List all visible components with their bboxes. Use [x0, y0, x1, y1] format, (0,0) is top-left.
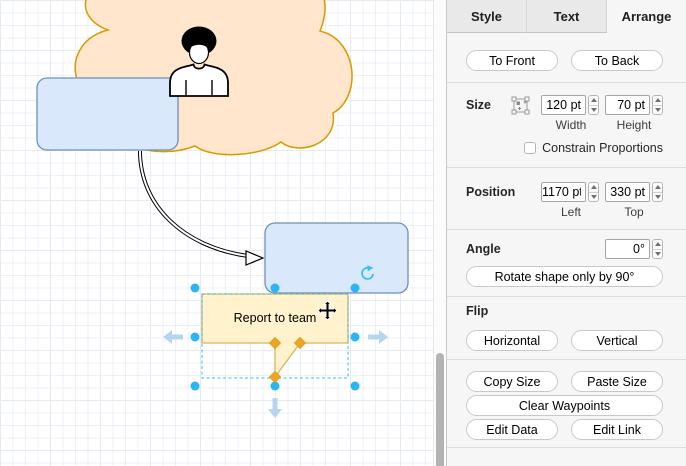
rotate-90-button[interactable]: Rotate shape only by 90°	[466, 266, 663, 287]
canvas-scrollbar-track[interactable]	[433, 0, 447, 466]
divider	[447, 359, 686, 360]
constrain-proportions-label: Constrain Proportions	[542, 141, 663, 155]
rounded-rectangle-1[interactable]	[36, 77, 179, 151]
copy-size-button[interactable]: Copy Size	[466, 371, 558, 392]
to-front-button[interactable]: To Front	[466, 50, 558, 71]
position-section-label: Position	[466, 185, 516, 199]
connector-edge[interactable]	[138, 150, 265, 266]
flip-vertical-button[interactable]: Vertical	[571, 330, 663, 351]
tab-style[interactable]: Style	[447, 0, 527, 33]
position-top-stepper[interactable]	[652, 182, 663, 202]
width-stepper[interactable]	[588, 95, 599, 115]
callout-label: Report to team	[234, 311, 317, 325]
clear-waypoints-button[interactable]: Clear Waypoints	[466, 395, 663, 416]
position-left-input[interactable]	[541, 182, 586, 202]
angle-input[interactable]	[605, 239, 650, 259]
height-input[interactable]	[605, 95, 650, 115]
height-stepper[interactable]	[652, 95, 663, 115]
divider	[447, 167, 686, 168]
move-cursor-icon	[317, 300, 338, 321]
rotate-handle-icon[interactable]	[361, 265, 375, 280]
height-label: Height	[616, 118, 652, 132]
tab-text[interactable]: Text	[527, 0, 607, 33]
width-input[interactable]	[541, 95, 586, 115]
autosize-icon[interactable]	[511, 96, 530, 115]
arrow-down-icon	[268, 398, 282, 418]
position-top-label: Top	[624, 205, 644, 219]
to-back-button[interactable]: To Back	[571, 50, 663, 71]
direction-arrows[interactable]	[163, 330, 388, 418]
paste-size-button[interactable]: Paste Size	[571, 371, 663, 392]
position-left-stepper[interactable]	[588, 182, 599, 202]
width-label: Width	[555, 118, 587, 132]
edit-data-button[interactable]: Edit Data	[466, 419, 558, 440]
flip-horizontal-button[interactable]: Horizontal	[466, 330, 558, 351]
divider	[447, 296, 686, 297]
resize-handles[interactable]	[190, 283, 360, 391]
divider	[447, 229, 686, 230]
selection-overlay	[163, 265, 388, 418]
arrow-left-icon	[163, 330, 183, 344]
position-left-label: Left	[560, 205, 581, 219]
drawing-canvas[interactable]: Report to team	[0, 0, 447, 466]
canvas-scrollbar-thumb[interactable]	[436, 353, 444, 466]
size-section-label: Size	[466, 98, 492, 112]
flip-section-label: Flip	[466, 304, 489, 318]
rounded-rectangle-2[interactable]	[264, 222, 409, 294]
person-icon[interactable]	[169, 26, 229, 97]
position-top-input[interactable]	[605, 182, 650, 202]
format-panel: Style Text Arrange To Front To Back Size	[446, 0, 686, 466]
tab-arrange[interactable]: Arrange	[607, 0, 686, 33]
divider	[447, 447, 686, 448]
control-point-handles[interactable]	[268, 336, 307, 384]
divider	[447, 82, 686, 83]
edit-link-button[interactable]: Edit Link	[571, 419, 663, 440]
arrow-right-icon	[368, 330, 388, 344]
angle-stepper[interactable]	[652, 239, 663, 259]
angle-section-label: Angle	[466, 242, 501, 256]
constrain-proportions-checkbox[interactable]	[524, 142, 537, 154]
format-tabs: Style Text Arrange	[447, 0, 686, 33]
